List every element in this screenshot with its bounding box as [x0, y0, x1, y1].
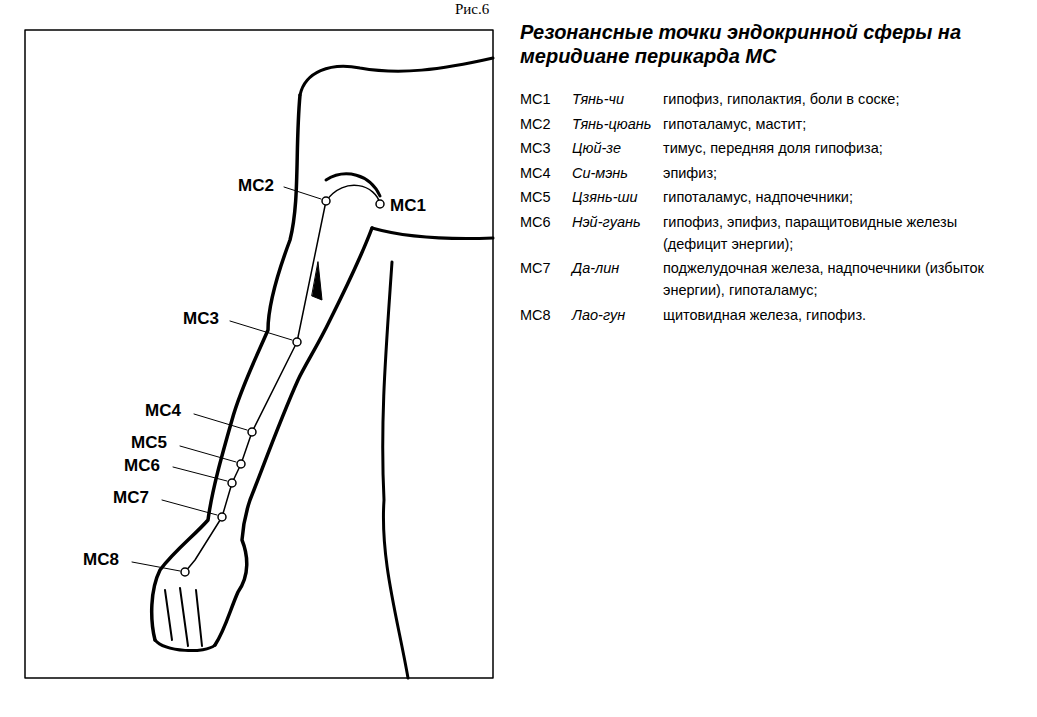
- table-cell-code: МС5: [520, 186, 551, 208]
- point-dot: [228, 479, 236, 487]
- figure-number: Рис.6: [455, 1, 489, 18]
- table-cell-description: поджелудочная железа, надпочечники (избы…: [663, 257, 1012, 301]
- armpit-line: [372, 228, 493, 239]
- fingertips: [155, 640, 215, 651]
- table-cell-code: МС2: [520, 113, 551, 135]
- point-dot: [237, 460, 245, 468]
- table-cell-code: МС3: [520, 137, 551, 159]
- table-cell-code: МС6: [520, 211, 551, 233]
- table-cell-name: Тянь-цюань: [572, 113, 651, 135]
- point-dot: [248, 428, 256, 436]
- arm-outer-contour: [152, 95, 300, 640]
- arm-inner-contour: [215, 228, 372, 645]
- point-dot: [322, 197, 330, 205]
- table-cell-code: МС4: [520, 162, 551, 184]
- table-cell-name: Цюй-зе: [572, 137, 621, 159]
- point-dot: [218, 513, 226, 521]
- table-cell-description: эпифиз;: [663, 162, 1012, 184]
- table-cell-description: тимус, передняя доля гипофиза;: [663, 137, 1012, 159]
- callout-number: МС8: [82, 550, 120, 570]
- table-cell-description: гипоталамус, мастит;: [663, 113, 1012, 135]
- table-cell-code: МС8: [520, 304, 551, 326]
- table-cell-description: гипофиз, гиполактия, боли в соске;: [663, 88, 1012, 110]
- callout-number: МС5: [130, 433, 168, 453]
- table-cell-description: гипоталамус, надпочечники;: [663, 186, 1012, 208]
- table-cell-name: Цзянь-ши: [572, 186, 638, 208]
- callout-number: МС2: [237, 176, 275, 196]
- frame: [25, 30, 493, 678]
- point-dot: [376, 200, 384, 208]
- table-cell-name: Лао-гун: [572, 304, 625, 326]
- meridian-arrow: [312, 262, 322, 300]
- title: Резонансные точки эндокринной сферы на м…: [520, 20, 965, 68]
- table-cell-name: Тянь-чи: [572, 88, 624, 110]
- callout-number: МС3: [182, 309, 220, 329]
- table-cell-description: гипофиз, эпифиз, паращитовидные железы (…: [663, 211, 1012, 255]
- shoulder-line: [300, 58, 493, 95]
- table-cell-description: щитовидная железа, гипофиз.: [663, 304, 1012, 326]
- callout-number: МС1: [389, 196, 427, 216]
- point-dot: [181, 568, 189, 576]
- table-cell-code: МС7: [520, 257, 551, 279]
- point-dot: [293, 338, 301, 346]
- finger-lines: [165, 588, 202, 646]
- table-cell-code: МС1: [520, 88, 551, 110]
- callout-number: МС4: [144, 401, 182, 421]
- leader-lines: [132, 187, 321, 571]
- table-cell-name: Нэй-гуань: [572, 211, 641, 233]
- torso-side: [383, 262, 408, 678]
- table-cell-name: Си-мэнь: [572, 162, 628, 184]
- callout-number: МС6: [123, 456, 161, 476]
- table-cell-name: Да-лин: [572, 257, 619, 279]
- callout-number: МС7: [112, 488, 150, 508]
